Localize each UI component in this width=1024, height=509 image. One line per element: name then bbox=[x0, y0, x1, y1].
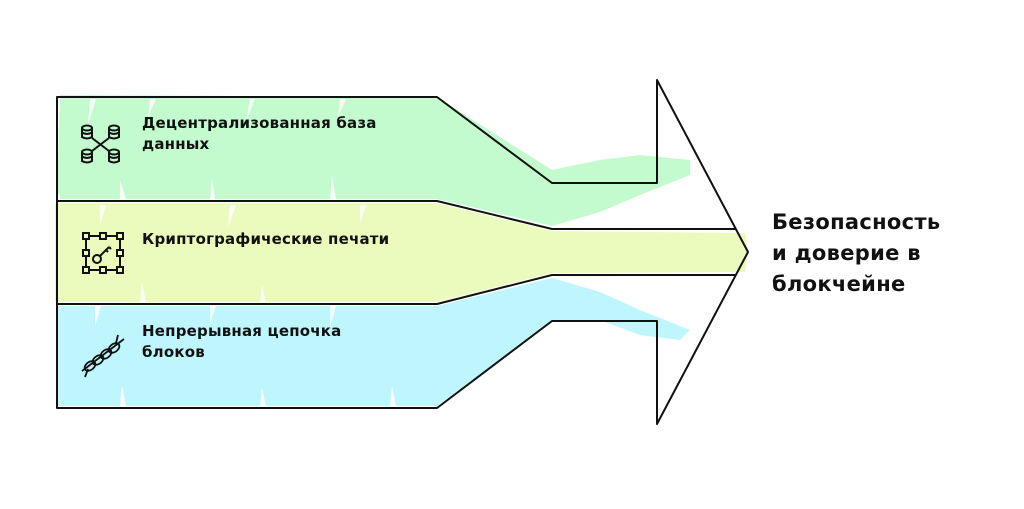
database-network-icon bbox=[81, 124, 120, 164]
result-label: Безопасность и доверие в блокчейне bbox=[772, 210, 941, 296]
chain-icon bbox=[81, 334, 125, 378]
certificate-key-icon bbox=[82, 232, 124, 274]
input-label-block-chain: Непрерывная цепочка блоков bbox=[142, 322, 342, 361]
arrow-outline bbox=[56, 79, 749, 425]
input-label-crypto-seals: Криптографические печати bbox=[142, 230, 390, 248]
band-fills bbox=[55, 95, 748, 406]
input-label-decentralized-db: Децентрализованная база данных bbox=[142, 114, 377, 153]
